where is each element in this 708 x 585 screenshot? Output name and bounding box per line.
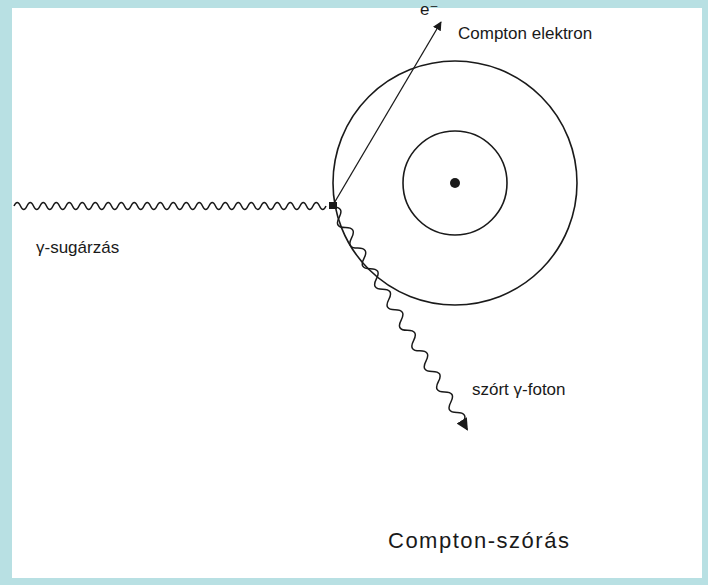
incident-gamma-wave xyxy=(14,203,326,210)
photon-label: szórt γ-foton xyxy=(472,380,566,400)
inner-shell xyxy=(403,131,507,235)
compton-electron-track xyxy=(333,22,441,205)
picture-ground xyxy=(12,8,702,578)
electron-symbol: e⁻ xyxy=(420,0,438,20)
radiation-label: γ-sugárzás xyxy=(36,238,119,258)
caption: Compton-szórás xyxy=(388,528,570,554)
electron-dot xyxy=(329,202,337,209)
particle-label: Compton elektron xyxy=(458,24,592,44)
nucleus xyxy=(450,178,460,188)
scattered-photon-wave xyxy=(329,204,472,432)
